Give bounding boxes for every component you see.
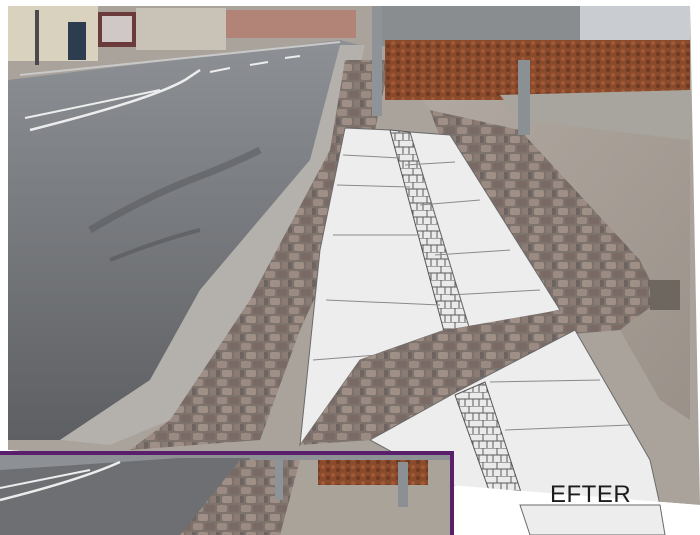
- cobblestone-strip: [130, 60, 390, 450]
- sidewalk-right: [390, 50, 690, 420]
- building-middle: [136, 8, 226, 50]
- bollard: [518, 60, 530, 135]
- building-far: [226, 10, 356, 38]
- photo-caption: EFTER: [550, 481, 632, 508]
- main-photo: [8, 6, 700, 535]
- lamp-post: [372, 6, 382, 116]
- inset-frame: [0, 451, 454, 535]
- curb: [60, 45, 365, 445]
- cobblestone-divider: [300, 310, 575, 445]
- road: [8, 40, 360, 440]
- hedge: [385, 40, 690, 100]
- inset-photo: [0, 451, 454, 535]
